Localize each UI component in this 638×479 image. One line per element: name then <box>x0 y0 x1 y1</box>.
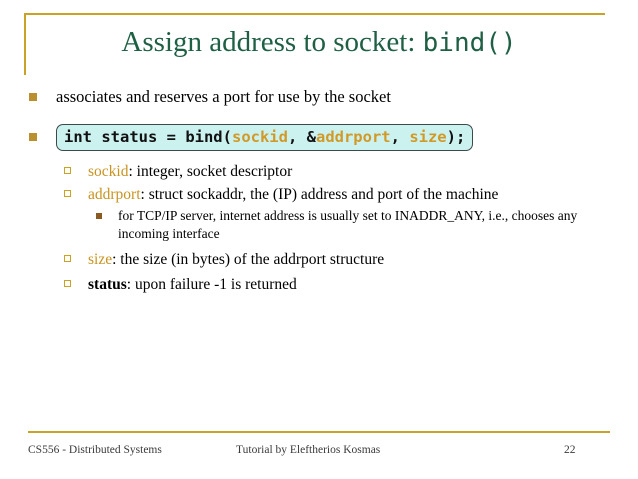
bullet-level2-sockid: sockid: integer, socket descriptor <box>26 161 616 182</box>
code-prefix: int status = bind( <box>64 128 232 146</box>
slide-footer: CS556 - Distributed Systems Tutorial by … <box>0 444 638 462</box>
footer-accent-rule <box>28 431 610 433</box>
term-description: : struct sockaddr, the (IP) address and … <box>140 186 499 203</box>
bullet-text: associates and reserves a port for use b… <box>56 87 391 106</box>
bullet-level3-inaddr-any: for TCP/IP server, internet address is u… <box>26 207 616 243</box>
code-arg-size: size <box>409 128 447 146</box>
hollow-square-bullet-icon <box>64 280 71 287</box>
term-label: sockid <box>88 163 129 180</box>
term-description: : upon failure -1 is returned <box>126 276 297 293</box>
code-sep-1: , & <box>287 128 316 146</box>
term-label: status <box>88 276 127 293</box>
sub-bullet-text: for TCP/IP server, internet address is u… <box>118 208 578 241</box>
page-title-code: bind() <box>422 28 517 58</box>
code-suffix: ); <box>446 128 466 146</box>
page-title-text: Assign address to socket: <box>121 26 423 58</box>
term-description: : integer, socket descriptor <box>128 163 293 180</box>
top-accent-rule <box>24 13 605 15</box>
code-snippet-box: int status = bind(sockid, &addrport, siz… <box>56 124 474 151</box>
hollow-square-bullet-icon <box>64 255 71 262</box>
bullet-level1-intro: associates and reserves a port for use b… <box>26 86 616 108</box>
page-title: Assign address to socket: bind() <box>0 24 638 61</box>
footer-page-number: 22 <box>564 444 576 456</box>
code-arg-addrport: addrport <box>315 128 391 146</box>
code-arg-sockid: sockid <box>231 128 288 146</box>
hollow-square-bullet-icon <box>64 190 71 197</box>
term-label: size <box>88 251 113 268</box>
left-accent-rule <box>24 13 26 75</box>
footer-course: CS556 - Distributed Systems <box>28 444 162 456</box>
bullet-level2-status: status: upon failure -1 is returned <box>26 274 616 295</box>
code-sep-2: , <box>390 128 410 146</box>
term-description: : the size (in bytes) of the addrport st… <box>112 251 385 268</box>
bullet-level2-size: size: the size (in bytes) of the addrpor… <box>26 249 616 270</box>
bullet-level2-addrport: addrport: struct sockaddr, the (IP) addr… <box>26 184 616 205</box>
hollow-square-bullet-icon <box>64 167 71 174</box>
code-signature-row: int status = bind(sockid, &addrport, siz… <box>26 124 616 151</box>
term-label: addrport <box>88 186 141 203</box>
slide-body: associates and reserves a port for use b… <box>26 86 616 297</box>
square-bullet-icon <box>29 93 37 101</box>
small-square-bullet-icon <box>96 213 102 219</box>
footer-author: Tutorial by Eleftherios Kosmas <box>236 444 381 456</box>
square-bullet-icon <box>29 133 37 141</box>
